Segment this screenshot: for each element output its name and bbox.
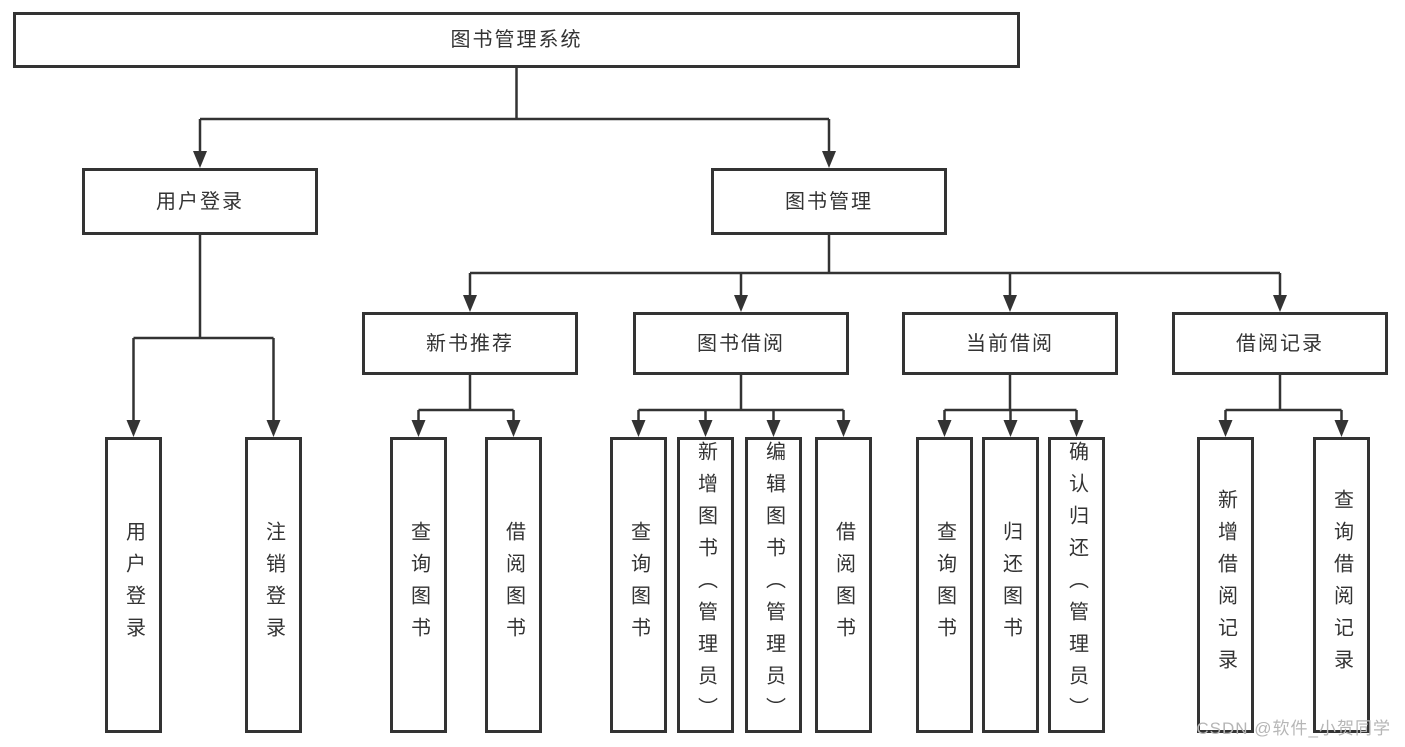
arrowhead-icon (1334, 420, 1349, 437)
leaf-label: 确认归还（管理员） (1065, 441, 1088, 729)
leaf-return-book: 归还图书 (982, 437, 1039, 733)
connector-bookborrow-to-leaves (637, 375, 845, 423)
leaf-borrow-book: 借阅图书 (815, 437, 872, 733)
leaf-newbook-query-book: 查询图书 (390, 437, 447, 733)
arrowhead-icon (1273, 295, 1287, 312)
leaf-label: 借阅图书 (832, 521, 855, 649)
arrowhead-icon (734, 295, 748, 312)
arrowhead-icon (1003, 420, 1018, 437)
leaf-label: 注销登录 (262, 521, 285, 649)
node-library-system: 图书管理系统 (13, 12, 1020, 68)
leaf-query-borrow-record: 查询借阅记录 (1313, 437, 1370, 733)
arrowhead-icon (1069, 420, 1084, 437)
node-label: 图书管理系统 (450, 29, 583, 51)
leaf-newbook-borrow-book: 借阅图书 (485, 437, 542, 733)
node-book-borrow: 图书借阅 (633, 312, 849, 375)
arrowhead-icon (266, 420, 281, 437)
connector-newbook-to-leaves (417, 375, 515, 423)
arrowhead-icon (822, 151, 836, 168)
arrowhead-icon (698, 420, 713, 437)
leaf-label: 用户登录 (122, 521, 145, 649)
connector-bookmgmt-to-level3 (468, 235, 1282, 298)
leaf-add-borrow-record: 新增借阅记录 (1197, 437, 1254, 733)
node-new-book-recommend: 新书推荐 (362, 312, 578, 375)
connector-currentborrow-to-leaves (943, 375, 1078, 423)
leaf-edit-book-admin: 编辑图书（管理员） (745, 437, 802, 733)
arrowhead-icon (937, 420, 952, 437)
node-label: 当前借阅 (966, 332, 1054, 355)
leaf-current-query-book: 查询图书 (916, 437, 973, 733)
arrowhead-icon (1218, 420, 1233, 437)
arrowhead-icon (766, 420, 781, 437)
leaf-confirm-return-admin: 确认归还（管理员） (1048, 437, 1105, 733)
node-label: 图书借阅 (697, 332, 785, 355)
arrowhead-icon (506, 420, 521, 437)
arrowhead-icon (631, 420, 646, 437)
leaf-label: 归还图书 (999, 521, 1022, 649)
arrowhead-icon (126, 420, 141, 437)
leaf-label: 查询图书 (407, 521, 430, 649)
leaf-logout: 注销登录 (245, 437, 302, 733)
node-current-borrow: 当前借阅 (902, 312, 1118, 375)
connector-userlogin-to-leaves (132, 235, 275, 423)
csdn-watermark: CSDN @软件_小贺同学 (1196, 719, 1391, 738)
leaf-label: 查询借阅记录 (1330, 489, 1353, 681)
node-label: 借阅记录 (1236, 332, 1324, 355)
arrowheads (126, 151, 1349, 437)
leaf-label: 查询图书 (627, 521, 650, 649)
connector-root-to-level2 (198, 68, 831, 154)
arrowhead-icon (411, 420, 426, 437)
leaf-user-login: 用户登录 (105, 437, 162, 733)
leaf-label: 查询图书 (933, 521, 956, 649)
arrowhead-icon (193, 151, 207, 168)
node-user-login: 用户登录 (82, 168, 318, 235)
leaf-label: 编辑图书（管理员） (762, 441, 785, 729)
node-book-management: 图书管理 (711, 168, 947, 235)
leaf-label: 新增图书（管理员） (694, 441, 717, 729)
leaf-add-book-admin: 新增图书（管理员） (677, 437, 734, 733)
node-label: 用户登录 (156, 190, 244, 213)
node-label: 图书管理 (785, 190, 873, 213)
leaf-borrow-query-book: 查询图书 (610, 437, 667, 733)
arrowhead-icon (1003, 295, 1017, 312)
connector-borrowrecord-to-leaves (1224, 375, 1343, 423)
arrowhead-icon (463, 295, 477, 312)
node-label: 新书推荐 (426, 332, 514, 355)
leaf-label: 借阅图书 (502, 521, 525, 649)
leaf-label: 新增借阅记录 (1214, 489, 1237, 681)
arrowhead-icon (836, 420, 851, 437)
node-borrow-record: 借阅记录 (1172, 312, 1388, 375)
